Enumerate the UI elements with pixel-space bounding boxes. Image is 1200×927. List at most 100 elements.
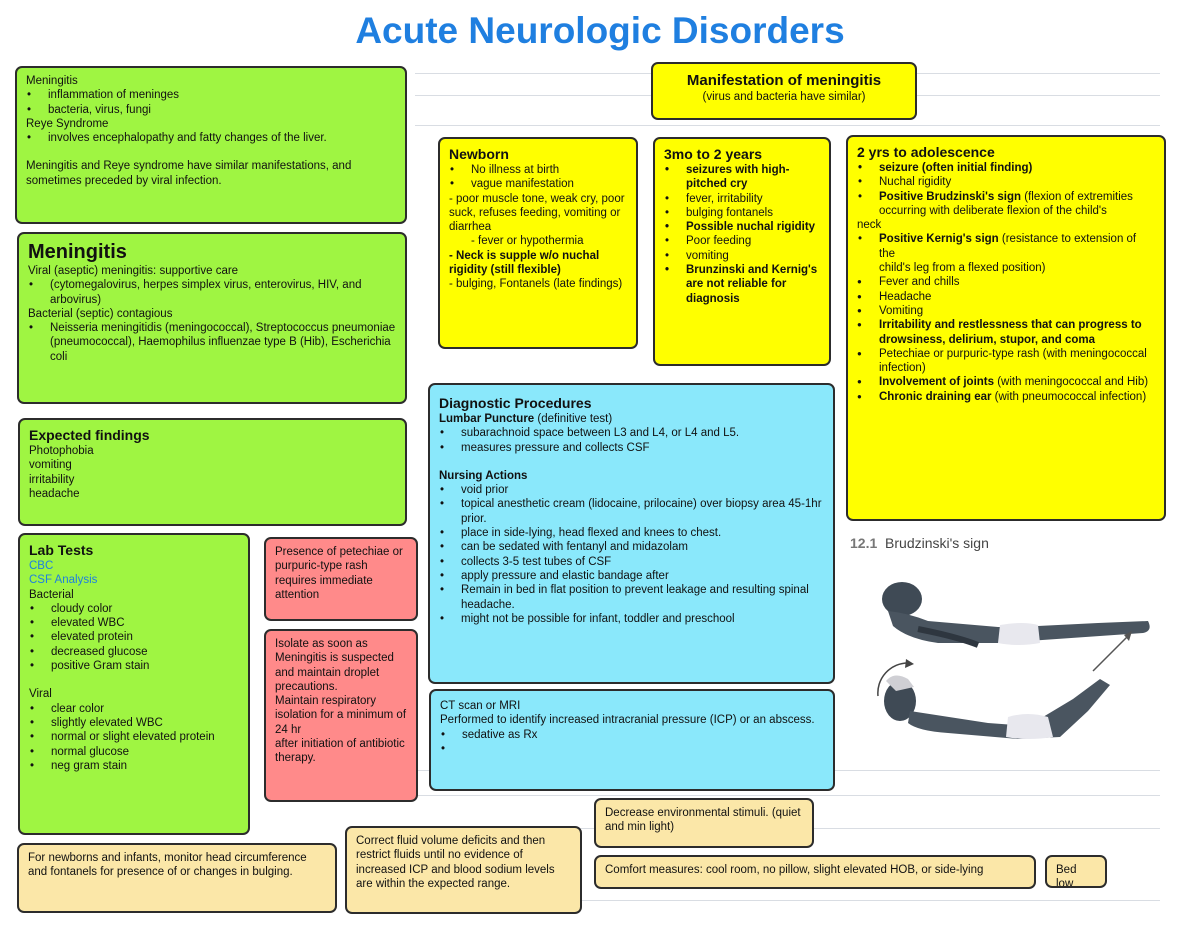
fluids-text: Correct fluid volume deficits and then r… [356,835,555,890]
adolescence-heading: 2 yrs to adolescence [857,144,995,160]
list-item: measures pressure and collects CSF [439,441,824,456]
meningitis-card: Meningitis Viral (aseptic) meningitis: s… [17,232,407,404]
kernig-desc-2: child's leg from a flexed position) [879,262,1046,275]
child-figure-1 [882,582,1150,648]
list-item: Nuchal rigidity [857,175,1155,190]
stimuli-text: Decrease environmental stimuli. (quiet a… [605,807,801,834]
list-item: vague manifestation [449,177,627,192]
manifestation-sub: (virus and bacteria have similar) [702,91,866,103]
cbc-link[interactable]: CBC [29,560,54,572]
brudzinski-desc: (flexion of extremities occurring with d… [879,190,1133,217]
joints-desc: (with meningococcal and Hib) [997,376,1149,389]
isolation-text-1: Isolate as soon as Meningitis is suspect… [275,638,394,693]
meningitis-heading: Meningitis [28,241,127,263]
figure-number: 12.1 [850,535,878,551]
lumbar-puncture-desc: (definitive test) [537,413,613,425]
viral-label: Viral [29,688,52,701]
newborn-detail: - poor muscle tone, weak cry, poor suck,… [449,192,625,234]
list-item: Positive Brudzinski's sign (flexion of e… [857,190,1155,219]
intro-meningitis-title: Meningitis [26,75,78,87]
nursing-actions-label: Nursing Actions [439,469,528,482]
infant-heading: 3mo to 2 years [664,146,763,162]
ruled-line [415,795,1160,796]
list-item: seizure (often initial finding) [857,161,1155,176]
list-item: headache [29,487,80,500]
list-item: Involvement of joints (with meningococca… [857,375,1155,390]
comfort-card: Comfort measures: cool room, no pillow, … [594,855,1036,889]
list-item: Brunzinski and Kernig's are not reliable… [664,263,820,306]
list-item: apply pressure and elastic bandage after [439,569,824,584]
list-item: fever, irritability [664,192,820,207]
ruled-line [415,125,1160,126]
newborn-detail: - fever or hypothermia [471,235,584,248]
intro-note: Meningitis and Reye syndrome have simila… [26,160,352,187]
list-item: Petechiae or purpuric-type rash (with me… [857,347,1155,376]
list-item: decreased glucose [29,645,239,660]
list-item: normal glucose [29,745,239,760]
list-item: vomiting [29,459,72,472]
newborn-monitor-text: For newborns and infants, monitor head c… [28,852,307,879]
manifestation-heading: Manifestation of meningitis [686,72,882,89]
brudzinski-label: Positive Brudzinski's sign [879,190,1022,203]
neck-text: neck [857,219,882,232]
newborn-detail: - Neck is supple w/o nuchal rigidity (st… [449,249,600,277]
newborn-monitor-card: For newborns and infants, monitor head c… [17,843,337,913]
list-item: cloudy color [29,602,239,617]
ct-line-1: CT scan or MRI [440,700,521,712]
list-item: Headache [857,290,1155,305]
adolescence-card: 2 yrs to adolescence seizure (often init… [846,135,1166,521]
comfort-text: Comfort measures: cool room, no pillow, … [605,864,984,876]
list-item: Neisseria meningitidis (meningococcal), … [28,321,396,364]
kernig-label: Positive Kernig's sign [879,233,999,246]
list-item: void prior [439,483,824,498]
intro-meningitis-list: inflammation of meninges bacteria, virus… [26,88,396,117]
list-item: No illness at birth [449,163,627,178]
list-item: seizures with high-pitched cry [664,163,820,192]
list-item: Possible nuchal rigidity [664,220,820,235]
list-item: inflammation of meninges [26,88,396,103]
list-item: neg gram stain [29,759,239,774]
child-figure-2 [877,631,1132,739]
list-item: collects 3-5 test tubes of CSF [439,555,824,570]
bacterial-label: Bacterial [29,588,74,601]
petechiae-alert-text: Presence of petechiae or purpuric-type r… [275,546,403,601]
figure-title: Brudzinski's sign [885,535,989,551]
manifestation-header: Manifestation of meningitis (virus and b… [651,62,917,120]
ear-label: Chronic draining ear [879,390,992,403]
list-item: elevated protein [29,630,239,645]
lumbar-puncture-label: Lumbar Puncture [439,413,535,425]
reye-title: Reye Syndrome [26,117,109,130]
lumbar-puncture-line: Lumbar Puncture (definitive test) [439,412,824,426]
list-item: bulging fontanels [664,206,820,221]
csf-analysis-link[interactable]: CSF Analysis [29,574,98,587]
newborn-heading: Newborn [449,146,509,162]
ct-line-2: Performed to identify increased intracra… [440,714,815,727]
viral-label: Viral (aseptic) meningitis: supportive c… [28,265,239,277]
list-item: place in side-lying, head flexed and kne… [439,526,824,541]
list-item: positive Gram stain [29,659,239,674]
newborn-detail: - bulging, Fontanels (late findings) [449,278,623,291]
list-item: can be sedated with fentanyl and midazol… [439,540,824,555]
list-item: Vomiting [857,304,1155,319]
list-item: sedative as Rx [440,728,824,743]
bed-low-card: Bed low [1045,855,1107,888]
figure-caption: 12.1 Brudzinski's sign [850,535,1166,551]
list-item: slightly elevated WBC [29,716,239,731]
expected-findings-card: Expected findings Photophobia vomiting i… [18,418,407,526]
fluids-card: Correct fluid volume deficits and then r… [345,826,582,914]
stimuli-card: Decrease environmental stimuli. (quiet a… [594,798,814,848]
lab-heading: Lab Tests [29,542,94,558]
ruled-line [415,900,1160,901]
list-item: Fever and chills [857,275,1155,290]
bacterial-label: Bacterial (septic) contagious [28,307,173,320]
list-item: might not be possible for infant, toddle… [439,612,824,627]
isolation-text-3: after initiation of antibiotic therapy. [275,738,405,765]
list-item: Remain in bed in flat position to preven… [439,583,824,612]
list-item: (cytomegalovirus, herpes simplex virus, … [28,278,396,307]
list-item: normal or slight elevated protein [29,730,239,745]
kernig-desc: (resistance to extension of the [879,233,1137,260]
infant-card: 3mo to 2 years seizures with high-pitche… [653,137,831,366]
diagnostic-heading: Diagnostic Procedures [439,395,592,411]
isolation-card: Isolate as soon as Meningitis is suspect… [264,629,418,802]
list-item: topical anesthetic cream (lidocaine, pri… [439,497,824,526]
